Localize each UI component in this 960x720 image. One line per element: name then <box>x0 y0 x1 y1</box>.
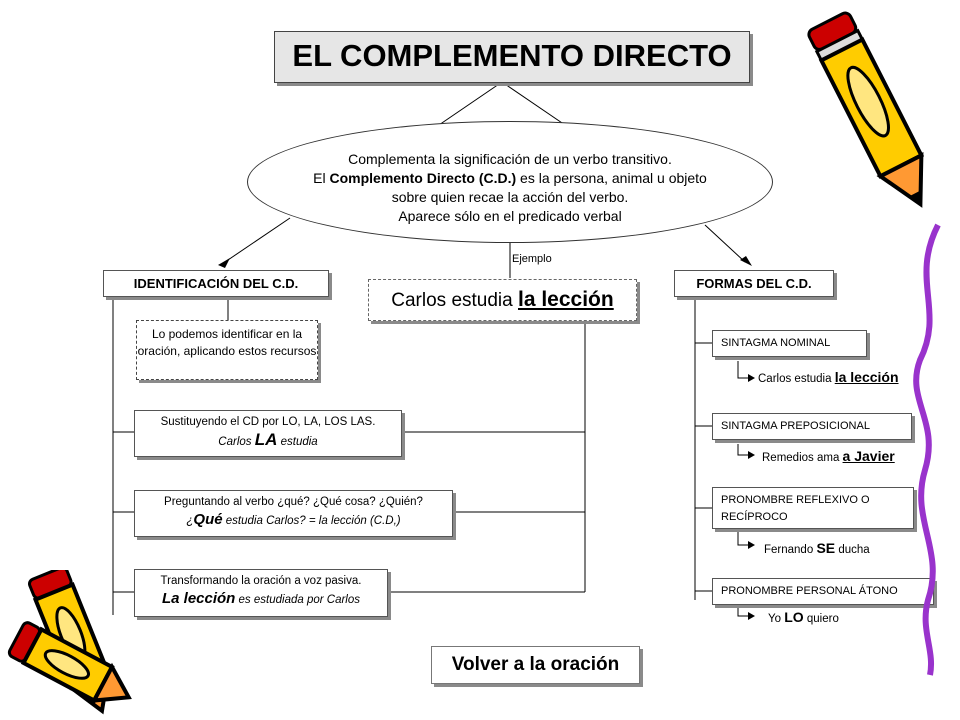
definition-line-4: Aparece sólo en el predicado verbal <box>398 208 622 224</box>
forma-sintagma-preposicional: SINTAGMA PREPOSICIONAL <box>712 413 912 440</box>
pencil-icon-top-right <box>807 11 925 208</box>
purple-scribble-icon <box>913 223 941 676</box>
example-sentence: Carlos estudia la lección <box>368 279 637 321</box>
definition-oval: Complementa la significación de un verbo… <box>247 121 773 243</box>
forma-pronombre-reflexivo: PRONOMBRE REFLEXIVO O RECÍPROCO <box>712 487 914 529</box>
method-box-2: Preguntando al verbo ¿qué? ¿Qué cosa? ¿Q… <box>134 490 453 537</box>
example-highlight: la lección <box>518 288 614 311</box>
forma-example-3: Fernando SE ducha <box>764 540 870 556</box>
definition-line-3: sobre quien recae la acción del verbo. <box>391 189 629 205</box>
definition-line-1: Complementa la significación de un verbo… <box>348 151 672 167</box>
forma-sintagma-nominal: SINTAGMA NOMINAL <box>712 330 867 357</box>
formas-heading: FORMAS DEL C.D. <box>674 270 834 297</box>
forma-example-1: Carlos estudia la lección <box>758 369 899 385</box>
resources-note: Lo podemos identificar en la oración, ap… <box>136 320 318 380</box>
definition-line-2: El Complemento Directo (C.D.) es la pers… <box>313 170 707 186</box>
pencil-icon-bottom-left-2 <box>7 621 132 704</box>
method-box-1: Sustituyendo el CD por LO, LA, LOS LAS. … <box>134 410 402 457</box>
volver-button[interactable]: Volver a la oración <box>431 646 640 684</box>
forma-example-4: Yo LO quiero <box>768 609 839 625</box>
forma-pronombre-personal: PRONOMBRE PERSONAL ÁTONO <box>712 578 934 605</box>
forma-example-2: Remedios ama a Javier <box>762 448 895 464</box>
definition-term: Complemento Directo (C.D.) <box>329 170 517 186</box>
ejemplo-label: Ejemplo <box>512 253 552 265</box>
method-box-3: Transformando la oración a voz pasiva. L… <box>134 569 388 617</box>
identificacion-heading: IDENTIFICACIÓN DEL C.D. <box>103 270 329 297</box>
page-title: EL COMPLEMENTO DIRECTO <box>274 31 750 83</box>
